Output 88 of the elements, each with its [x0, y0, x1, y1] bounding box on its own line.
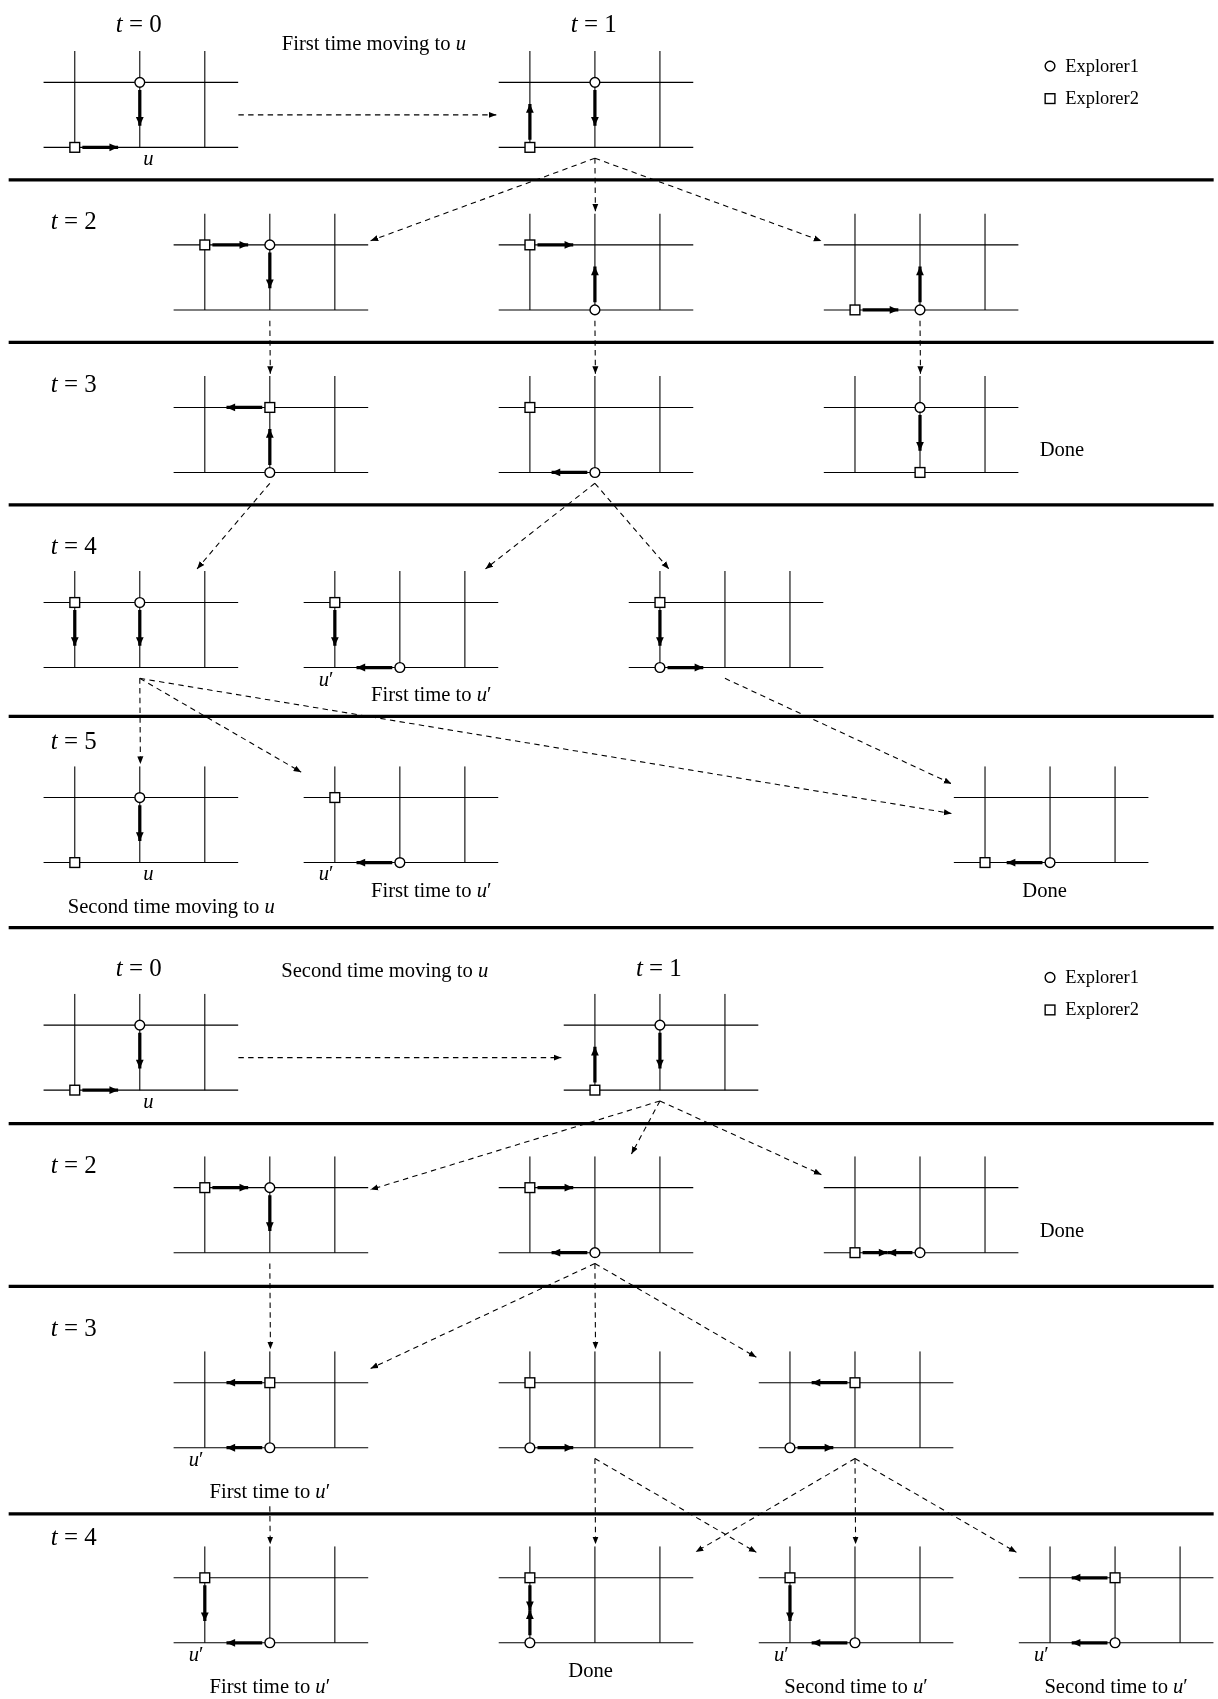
state-note: Second time moving to u: [67, 895, 275, 917]
dashed-arrow: [484, 482, 596, 570]
dashed-arrow: [196, 482, 271, 570]
grid-state-drawing: [303, 766, 499, 871]
dashed-arrow: [237, 1054, 562, 1061]
dashed-arrow: [594, 1458, 757, 1553]
state-note: First time to u′: [370, 683, 492, 704]
vertex-label: u′: [188, 1448, 204, 1469]
time-label: t = 2: [50, 208, 97, 234]
vertex-label: u: [143, 863, 154, 884]
legend-label: Explorer2: [1065, 1000, 1139, 1019]
time-label: t = 0: [115, 955, 162, 981]
grid-state-drawing: [43, 766, 239, 871]
time-label: t = 3: [50, 371, 97, 397]
grid-state-drawing: [1018, 1546, 1214, 1651]
grid-state-drawing: [173, 1546, 369, 1651]
grid-state-drawing: [173, 1351, 369, 1456]
grid-state-drawing: [758, 1546, 954, 1651]
dashed-arrow: [594, 1262, 757, 1358]
grid-state-drawing: [498, 213, 694, 318]
dashed-arrow: [370, 1100, 661, 1191]
dashed-arrow: [370, 1262, 596, 1370]
dashed-arrow: [237, 111, 497, 118]
dashed-arrow: [917, 320, 924, 375]
dashed-arrow: [267, 1505, 274, 1545]
grid-state-drawing: [43, 50, 239, 155]
legend-label: Explorer1: [1065, 967, 1139, 987]
dashed-arrow: [695, 1458, 856, 1553]
section-title: Second time moving to u: [281, 959, 489, 981]
state-note: Done: [1022, 879, 1067, 900]
state-note: Second time to u′: [784, 1675, 928, 1697]
state-note: First time to u′: [370, 879, 492, 900]
dashed-arrow: [592, 1458, 599, 1545]
vertex-label: u′: [1033, 1643, 1049, 1664]
vertex-label: u′: [318, 863, 334, 884]
grid-state-drawing: [498, 1546, 694, 1651]
dashed-arrow: [370, 157, 596, 242]
vertex-label: u′: [318, 669, 334, 690]
dashed-arrow: [852, 1458, 859, 1545]
grid-state-drawing: [498, 376, 694, 481]
time-label: t = 4: [50, 533, 97, 559]
dashed-arrow: [592, 320, 599, 375]
time-label: t = 2: [50, 1152, 97, 1178]
dashed-arrow: [630, 1100, 661, 1155]
grid-state-drawing: [43, 993, 239, 1098]
grid-state-drawing: [498, 1156, 694, 1261]
time-label: t = 5: [50, 728, 97, 754]
dashed-arrow: [139, 677, 302, 773]
state-note: First time to u′: [209, 1675, 331, 1697]
section-title: First time moving to u: [281, 33, 466, 54]
dashed-arrow: [659, 1100, 822, 1176]
grid-state-drawing: [823, 1156, 1019, 1261]
time-label: t = 1: [635, 955, 682, 981]
time-label: t = 1: [570, 11, 617, 37]
vertex-label: u: [143, 147, 154, 169]
grid-state-drawing: [563, 993, 759, 1098]
grid-state-drawing: [303, 571, 499, 676]
state-note: First time to u′: [209, 1480, 331, 1502]
state-note: Second time to u′: [1044, 1675, 1188, 1697]
grid-state-drawing: [498, 50, 694, 155]
legend-label: Explorer2: [1065, 88, 1139, 108]
grid-state-drawing: [173, 376, 369, 481]
dashed-arrow: [594, 482, 670, 570]
dashed-arrow: [724, 677, 952, 785]
time-label: t = 4: [50, 1524, 97, 1550]
dashed-arrow: [267, 1262, 274, 1350]
state-note: Done: [568, 1659, 613, 1681]
state-note: Done: [1039, 1219, 1085, 1241]
dashed-arrow: [267, 320, 274, 375]
vertex-label: u′: [188, 1643, 204, 1664]
dashed-arrow: [594, 157, 822, 242]
dashed-arrow: [139, 677, 952, 816]
grid-state-drawing: [628, 571, 824, 676]
dashed-arrow: [137, 677, 144, 765]
dashed-arrow: [592, 1262, 599, 1350]
legend-label: Explorer1: [1065, 56, 1139, 75]
state-note: Done: [1039, 438, 1085, 459]
grid-state-drawing: [823, 376, 1019, 481]
vertex-label: u: [143, 1090, 154, 1112]
grid-state-drawing: [823, 213, 1019, 318]
grid-state-drawing: [758, 1351, 954, 1456]
grid-state-drawing: [953, 766, 1149, 871]
grid-state-drawing: [498, 1351, 694, 1456]
time-label: t = 0: [115, 11, 162, 37]
vertex-label: u′: [773, 1643, 789, 1664]
time-label: t = 3: [50, 1315, 97, 1340]
dashed-arrow: [592, 157, 599, 212]
dashed-arrow: [854, 1458, 1017, 1553]
